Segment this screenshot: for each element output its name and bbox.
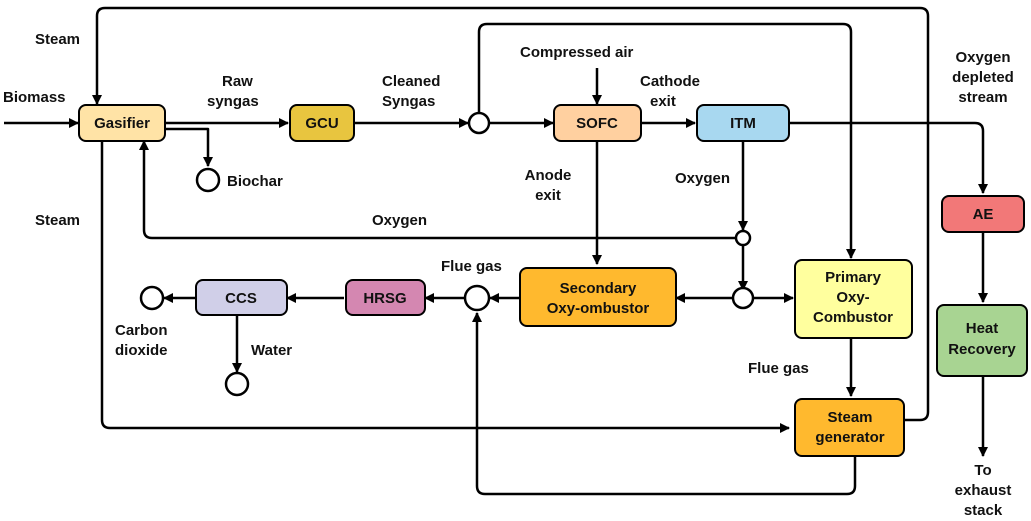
steam-generator-label-2: generator <box>815 429 884 446</box>
water-label: Water <box>251 342 292 359</box>
flue-gas-right-label: Flue gas <box>748 360 809 377</box>
gcu-label: GCU <box>305 115 338 132</box>
hrsg-label: HRSG <box>363 290 406 307</box>
itm-block: ITM <box>696 104 790 142</box>
heat-recovery-label-2: Recovery <box>948 341 1016 358</box>
primary-oxy-combustor-label-2: Oxy- <box>836 289 869 306</box>
hrsg-box <box>345 279 426 316</box>
cleaned-syngas-label-2: Syngas <box>382 93 435 110</box>
raw-syngas-label-1: Raw <box>222 73 253 90</box>
steam-left-label: Steam <box>35 212 80 229</box>
syngas-splitter-node <box>467 111 491 135</box>
primary-oxy-combustor-label-1: Primary <box>825 269 882 286</box>
flue-gas-node <box>463 284 491 312</box>
oxygen-return-label: Oxygen <box>372 212 427 229</box>
oxygen-return-stream <box>139 140 737 240</box>
steam-top-stream <box>92 6 930 422</box>
itm-label: ITM <box>730 115 756 132</box>
cleaned-syngas-label-1: Cleaned <box>382 73 440 90</box>
cathode-exit-label-1: Cathode <box>640 73 700 90</box>
syngas-to-primary-stream <box>477 22 856 259</box>
steam-top-label: Steam <box>35 31 80 48</box>
steam-generator-return-stream <box>472 312 857 496</box>
biochar-stream <box>165 127 213 167</box>
oxygen-depleted-label-2: depleted <box>952 69 1014 86</box>
secondary-oxy-combustor-label-1: Secondary <box>560 280 637 297</box>
sofc-block: SOFC <box>553 104 642 142</box>
carbon-dioxide-label-2: dioxide <box>115 342 168 359</box>
exhaust-label-2: exhaust <box>955 482 1012 499</box>
ccs-label: CCS <box>225 290 257 307</box>
carbon-dioxide-label-1: Carbon <box>115 322 168 339</box>
primary-oxy-combustor-box <box>794 259 913 339</box>
gcu-block: GCU <box>289 104 355 142</box>
connectors <box>4 6 988 496</box>
gasifier-box <box>78 104 166 142</box>
heat-recovery-label-1: Heat <box>966 320 999 337</box>
hrsg-block: HRSG <box>345 279 426 316</box>
itm-box <box>696 104 790 142</box>
gcu-box <box>289 104 355 142</box>
nodes <box>139 111 755 397</box>
biochar-node <box>195 167 221 193</box>
raw-syngas-label-2: syngas <box>207 93 259 110</box>
gasifier-label: Gasifier <box>94 115 150 132</box>
primary-oxy-combustor-label-3: Combustor <box>813 309 893 326</box>
heat-recovery-box <box>936 304 1028 377</box>
secondary-oxy-combustor-box <box>519 267 677 327</box>
oxygen-depleted-label-1: Oxygen <box>955 49 1010 66</box>
ccs-box <box>195 279 288 316</box>
sofc-box <box>553 104 642 142</box>
blocks: Gasifier GCU SOFC ITM Secondary Oxy-ombu… <box>78 104 1028 457</box>
secondary-oxy-combustor-label-2: Oxy-ombustor <box>547 300 650 317</box>
anode-exit-label-1: Anode <box>525 167 572 184</box>
heat-recovery-block: Heat Recovery <box>936 304 1028 377</box>
biomass-label: Biomass <box>3 89 66 106</box>
sofc-label: SOFC <box>576 115 618 132</box>
cathode-exit-label-2: exit <box>650 93 676 110</box>
water-node <box>224 371 250 397</box>
primary-oxy-combustor-block: Primary Oxy- Combustor <box>794 259 913 339</box>
steam-generator-label-1: Steam <box>827 409 872 426</box>
ae-box <box>941 195 1025 233</box>
biochar-label: Biochar <box>227 173 283 190</box>
compressed-air-label: Compressed air <box>520 44 634 61</box>
oxygen-upper-node <box>734 229 752 247</box>
ae-label: AE <box>973 206 994 223</box>
oxygen-depleted-stream <box>789 121 988 194</box>
anode-exit-label-2: exit <box>535 187 561 204</box>
secondary-oxy-combustor-block: Secondary Oxy-ombustor <box>519 267 677 327</box>
carbon-dioxide-node <box>139 285 165 311</box>
ae-block: AE <box>941 195 1025 233</box>
exhaust-label-3: stack <box>964 502 1003 519</box>
stream-labels: Steam Biomass Raw syngas Cleaned Syngas … <box>3 31 1014 519</box>
exhaust-label-1: To <box>974 462 991 479</box>
steam-generator-block: Steam generator <box>794 398 905 457</box>
oxygen-lower-node <box>731 286 755 310</box>
ccs-block: CCS <box>195 279 288 316</box>
oxygen-itm-label: Oxygen <box>675 170 730 187</box>
steam-left-stream <box>100 141 790 433</box>
gasifier-block: Gasifier <box>78 104 166 142</box>
steam-generator-box <box>794 398 905 457</box>
oxygen-depleted-label-3: stream <box>958 89 1007 106</box>
flue-gas-left-label: Flue gas <box>441 258 502 275</box>
